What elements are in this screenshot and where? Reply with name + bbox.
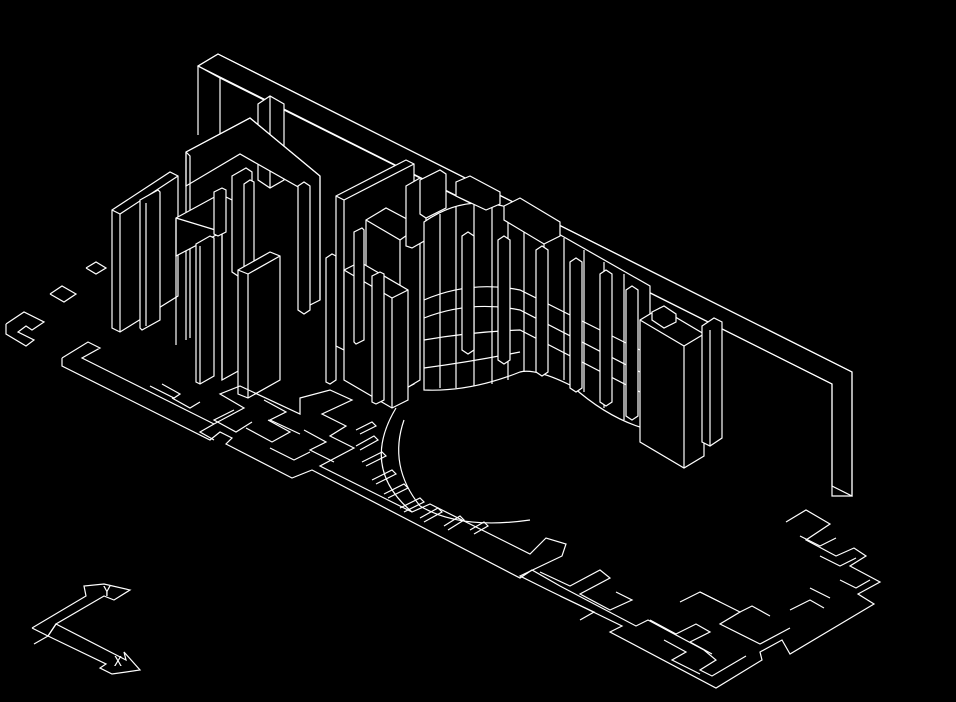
ucs-y-label: Y [103,585,111,600]
ucs-x-label: X [114,655,122,670]
curved-wall [423,175,651,431]
floor-plan [5,261,882,689]
ucs-axes-icon: Y X [31,583,142,675]
right-blocks [639,305,723,469]
middle-fins [335,159,447,409]
left-fins [111,95,337,399]
